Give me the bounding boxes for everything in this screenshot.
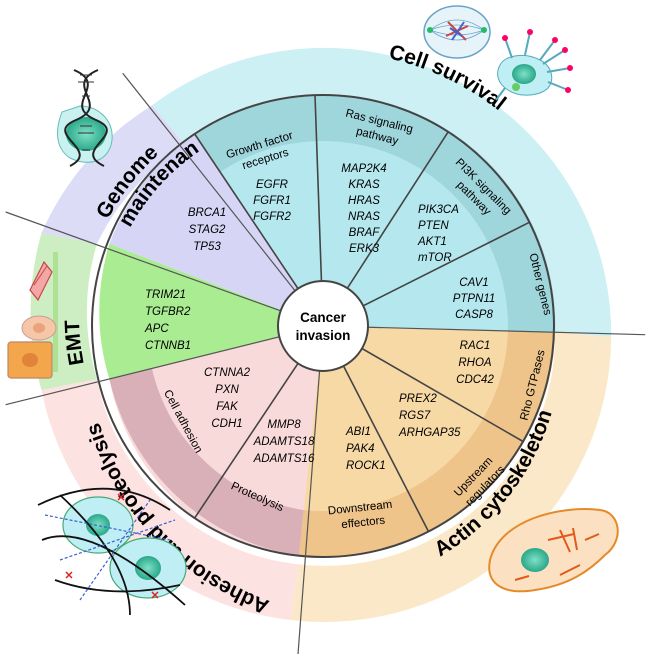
- cell-survival-band: [152, 47, 612, 337]
- gene-brca1: BRCA1: [188, 207, 226, 219]
- gene-ctnna2: CTNNA2: [204, 367, 251, 379]
- migrating-cell-icon: [495, 29, 573, 101]
- gene-mtor: mTOR: [418, 252, 452, 264]
- center-disk: [277, 280, 369, 372]
- gene-fgfr2: FGFR2: [253, 211, 291, 223]
- actin-cytoskeleton-band: [290, 332, 612, 622]
- gene-list-rho: RAC1 RHOA CDC42: [456, 340, 494, 386]
- gene-erk3: ERK3: [349, 243, 380, 255]
- emt-cells-icon: [7, 252, 58, 379]
- gene-braf: BRAF: [349, 227, 381, 239]
- gene-ctnnb1: CTNNB1: [145, 340, 191, 352]
- gene-list-genome: BRCA1 STAG2 TP53: [188, 207, 226, 253]
- gene-tgfbr2: TGFBR2: [145, 306, 191, 318]
- gene-list-cell-adhesion: CTNNA2 PXN FAK CDH1: [204, 367, 251, 430]
- gene-abi1: ABI1: [345, 426, 371, 438]
- gene-list-downstream: ABI1 PAK4 ROCK1: [345, 426, 386, 472]
- genome-maintenance-band: [41, 105, 186, 244]
- gene-arhgap35: ARHGAP35: [398, 427, 461, 439]
- gene-egfr: EGFR: [256, 179, 288, 191]
- gene-map2k4: MAP2K4: [341, 163, 386, 175]
- gene-akt1: AKT1: [417, 236, 447, 248]
- gene-trim21: TRIM21: [145, 289, 186, 301]
- gene-fak: FAK: [216, 401, 239, 413]
- center-label-line2: invasion: [296, 328, 351, 343]
- gene-ptpn11: PTPN11: [453, 293, 496, 305]
- gene-list-pi3k: PIK3CA PTEN AKT1 mTOR: [417, 204, 459, 264]
- dna-helix-cell-icon: [57, 69, 113, 167]
- gene-cdh1: CDH1: [211, 418, 242, 430]
- gene-list-other: CAV1 PTPN11 CASP8: [453, 277, 496, 321]
- gene-stag2: STAG2: [189, 224, 226, 236]
- gene-list-proteolysis: MMP8 ADAMTS18 ADAMTS16: [253, 419, 315, 465]
- wedge-genome: [109, 134, 324, 326]
- gene-tp53: TP53: [193, 241, 221, 253]
- cells-in-matrix-icon: [37, 487, 187, 616]
- gene-pik3ca: PIK3CA: [418, 204, 459, 216]
- adhesion-proteolysis-band: [41, 379, 299, 620]
- gene-fgfr1: FGFR1: [253, 195, 291, 207]
- gene-rock1: ROCK1: [346, 460, 386, 472]
- gene-rac1: RAC1: [460, 340, 491, 352]
- sublabel-band-adhesion: [109, 368, 304, 556]
- sublabel-band-survival: [194, 94, 556, 333]
- wedge-emt: [99, 243, 324, 380]
- gene-apc: APC: [144, 323, 169, 335]
- gene-casp8: CASP8: [455, 309, 493, 321]
- gene-prex2: PREX2: [399, 393, 437, 405]
- cytoskeleton-cell-icon: [488, 508, 619, 593]
- gene-adamts16: ADAMTS16: [253, 453, 315, 465]
- wheel-outer-ring: [91, 94, 555, 558]
- gene-cdc42: CDC42: [456, 374, 494, 386]
- gene-cav1: CAV1: [459, 277, 488, 289]
- sub-label-bands: [109, 94, 556, 558]
- category-label-emt: EMT: [61, 320, 89, 367]
- center-label-line1: Cancer: [300, 310, 347, 325]
- gene-list-emt: TRIM21 TGFBR2 APC CTNNB1: [144, 289, 191, 352]
- gene-list-ras: MAP2K4 KRAS HRAS NRAS BRAF ERK3: [341, 163, 386, 255]
- gene-list-upstream: PREX2 RGS7 ARHGAP35: [398, 393, 461, 439]
- gene-rhoa: RHOA: [458, 357, 492, 369]
- gene-pak4: PAK4: [346, 443, 375, 455]
- gene-mmp8: MMP8: [267, 419, 301, 431]
- mitotic-spindle-icon: [423, 5, 491, 59]
- gene-hras: HRAS: [348, 195, 380, 207]
- gene-kras: KRAS: [348, 179, 380, 191]
- category-divider-lines: [5, 72, 646, 654]
- gene-rgs7: RGS7: [399, 410, 431, 422]
- gene-nras: NRAS: [348, 211, 380, 223]
- gene-list-growth-factor: EGFR FGFR1 FGFR2: [253, 179, 291, 223]
- gene-pten: PTEN: [418, 220, 449, 232]
- gene-pxn: PXN: [215, 384, 239, 396]
- sublabel-band-actin: [298, 330, 556, 558]
- gene-adamts18: ADAMTS18: [253, 436, 315, 448]
